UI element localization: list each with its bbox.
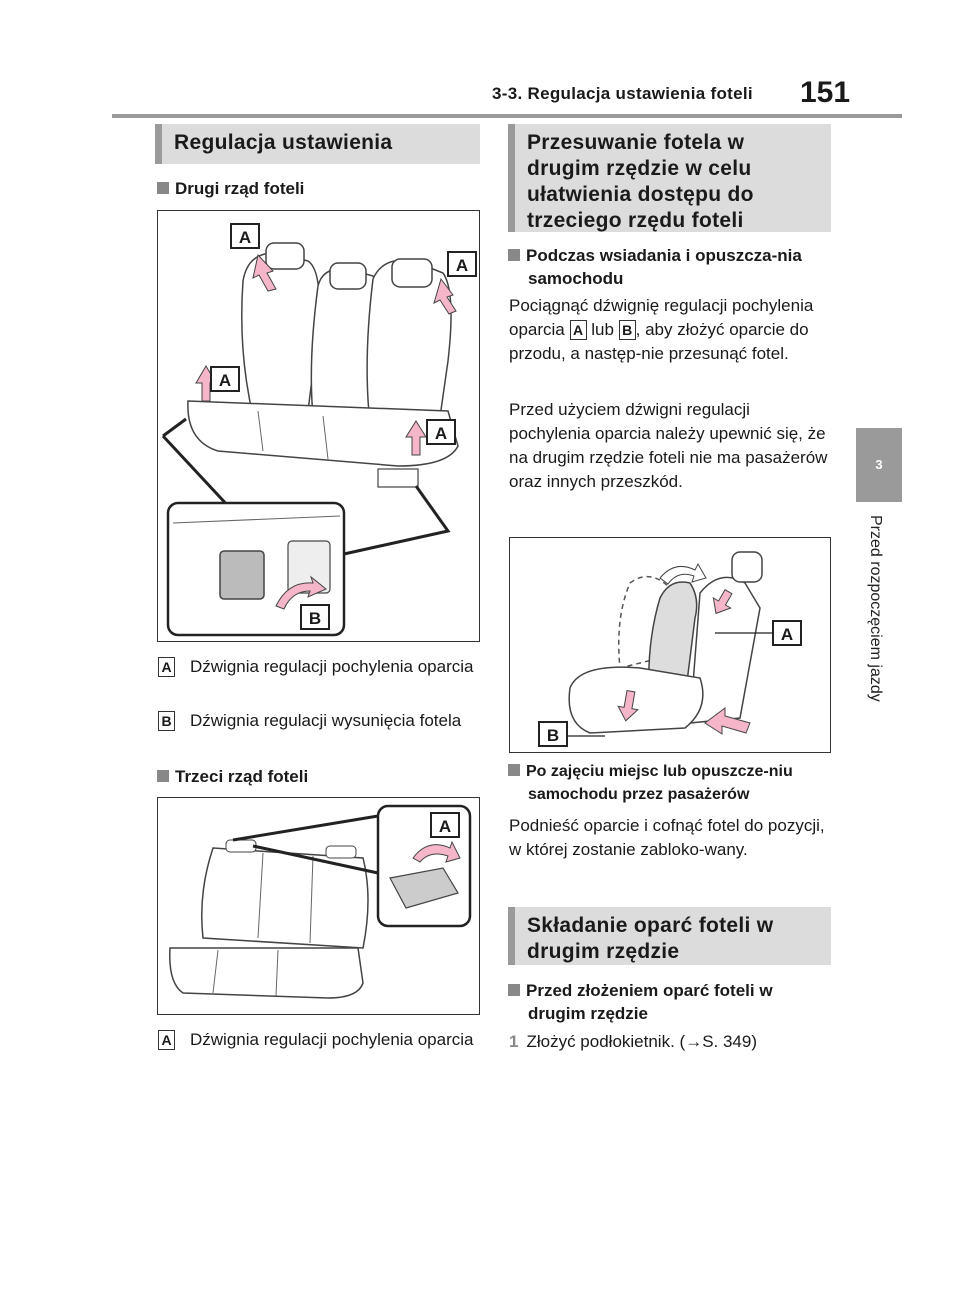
step-text[interactable]: Złożyć podłokietnik. (→S. 349)	[526, 1032, 758, 1051]
callout-label-a: A	[230, 223, 260, 249]
paragraph-text: Pociągnąć dźwignię regulacji pochylenia …	[509, 296, 814, 339]
heading-regulacja: Regulacja ustawienia	[155, 124, 480, 164]
legend-text: Dźwignia regulacji pochylenia oparcia	[190, 657, 474, 676]
inline-label-a: A	[569, 320, 587, 340]
legend-text: Dźwignia regulacji wysunięcia fotela	[190, 711, 462, 730]
bullet-wsiadanie: Podczas wsiadania i opuszcza-nia samocho…	[508, 244, 830, 290]
callout-label-a: A	[426, 419, 456, 445]
callout-label-b: B	[538, 721, 568, 747]
callout-label-a: A	[447, 251, 477, 277]
bullet-drugi-rzad: Drugi rząd foteli	[157, 177, 304, 200]
paragraph-instruction: Pociągnąć dźwignię regulacji pochylenia …	[509, 294, 831, 366]
seat-slide-illustration	[568, 551, 772, 737]
legend-item-b: B Dźwignia regulacji wysunięcia fotela	[158, 709, 478, 733]
chapter-tab[interactable]: 3	[856, 428, 902, 502]
legend-key: A	[158, 1030, 175, 1050]
bullet-text: Trzeci rząd foteli	[175, 767, 309, 786]
inline-label-b: B	[618, 320, 636, 340]
callout-label-a: A	[772, 620, 802, 646]
bullet-square-icon	[157, 182, 169, 194]
bullet-text: Przed złożeniem oparć foteli w drugim rz…	[526, 981, 773, 1023]
paragraph-warning: Przed użyciem dźwigni regulacji pochylen…	[509, 400, 828, 491]
figure-second-row-seats: A A A A B	[157, 210, 480, 642]
legend-text: Dźwignia regulacji pochylenia oparcia	[190, 1030, 474, 1049]
bullet-square-icon	[508, 764, 520, 776]
paragraph-text: , aby złożyć oparcie do przodu, a następ…	[509, 320, 809, 363]
second-row-seat-illustration	[161, 242, 459, 637]
bullet-text: Po zajęciu miejsc lub opuszcze-niu samoc…	[526, 763, 793, 803]
header-rule	[112, 114, 902, 118]
section-title: 3-3. Regulacja ustawienia foteli	[492, 84, 753, 103]
figure-third-row-seats: A	[157, 797, 480, 1015]
step-number: 1	[509, 1032, 519, 1051]
callout-label-a: A	[430, 812, 460, 838]
bullet-square-icon	[157, 770, 169, 782]
heading-skladanie: Składanie oparć foteli w drugim rzędzie	[508, 907, 831, 965]
bullet-square-icon	[508, 249, 520, 261]
legend-item-a: A Dźwignia regulacji pochylenia oparcia	[158, 655, 478, 679]
legend-key: B	[158, 711, 175, 731]
bullet-trzeci-rzad: Trzeci rząd foteli	[157, 765, 308, 788]
paragraph-text: lub	[591, 320, 614, 339]
bullet-text: Drugi rząd foteli	[175, 179, 305, 198]
step-1: 1 Złożyć podłokietnik. (→S. 349)	[509, 1030, 831, 1054]
bullet-po-zajeciu: Po zajęciu miejsc lub opuszcze-niu samoc…	[508, 760, 830, 806]
paragraph-podniesc: Podnieść oparcie i cofnąć fotel do pozyc…	[509, 816, 825, 859]
page-number: 151	[800, 76, 851, 109]
figure-seat-slide: A B	[509, 537, 831, 753]
chapter-title: Przed rozpoczęciem jazdy	[867, 515, 884, 702]
callout-label-b: B	[300, 604, 330, 630]
callout-label-a: A	[210, 366, 240, 392]
legend-key: A	[158, 657, 175, 677]
bullet-square-icon	[508, 984, 520, 996]
bullet-text: Podczas wsiadania i opuszcza-nia samocho…	[526, 246, 802, 288]
legend-item-a-third: A Dźwignia regulacji pochylenia oparcia	[158, 1028, 478, 1052]
heading-przesuwanie: Przesuwanie fotela w drugim rzędzie w ce…	[508, 124, 831, 232]
bullet-przed-zlozeniem: Przed złożeniem oparć foteli w drugim rz…	[508, 979, 830, 1025]
